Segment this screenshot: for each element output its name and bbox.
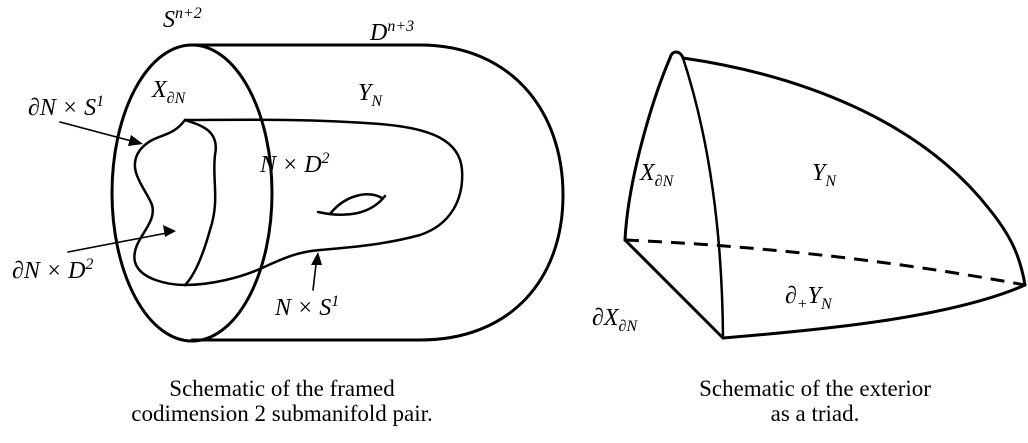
outer-arc [681,56,1027,287]
left-caption-line2: codimension 2 submanifold pair. [131,401,433,426]
label-boundary-times-circle: ∂N × S1 [28,93,104,121]
label-n-times-circle: N × S1 [274,293,339,321]
genus-handle-upper [328,193,384,216]
arrow-head-n-circle [311,252,322,265]
front-sphere-ellipse [110,43,274,343]
inner-tube-outline [183,118,464,287]
exterior-triad-figure: X∂N YN ∂+YN ∂X∂N Schematic of the exteri… [592,50,1027,426]
label-n-times-disk: N × D2 [259,150,330,178]
dashed-back-edge [624,238,1026,287]
boundary-blob-back [183,118,218,287]
arrow-shaft-boundary-disk [67,231,173,253]
label-x-boundary-right: X∂N [639,160,675,190]
label-y-n-right: YN [812,160,837,190]
outer-body-outline [190,43,565,342]
arrow-head-boundary-circle [128,135,143,146]
right-caption-line2: as a triad. [771,401,860,426]
label-boundary-times-disk: ∂N × D2 [12,256,93,284]
label-y-n: YN [358,80,383,110]
framed-submanifold-figure: Sn+2 Dn+3 X∂N YN ∂N × S1 N × D2 ∂N × D2 … [12,5,565,426]
front-lens-left-edge [623,56,672,242]
front-lens-right-edge [681,56,725,340]
base-left-edge [623,238,725,340]
label-partial-plus-y: ∂+YN [785,283,833,313]
arrow-head-boundary-disk [163,225,176,237]
genus-handle-lower [316,194,387,216]
label-partial-x: ∂X∂N [592,305,638,335]
boundary-blob [133,118,187,287]
label-sphere: Sn+2 [163,5,202,33]
left-caption-line1: Schematic of the framed [169,376,395,401]
label-x-boundary: X∂N [151,77,187,107]
lens-top [668,50,685,60]
right-caption-line1: Schematic of the exterior [699,376,931,401]
label-disk: Dn+3 [369,18,414,46]
bottom-edge [721,283,1027,340]
arrow-shaft-boundary-circle [59,121,140,144]
